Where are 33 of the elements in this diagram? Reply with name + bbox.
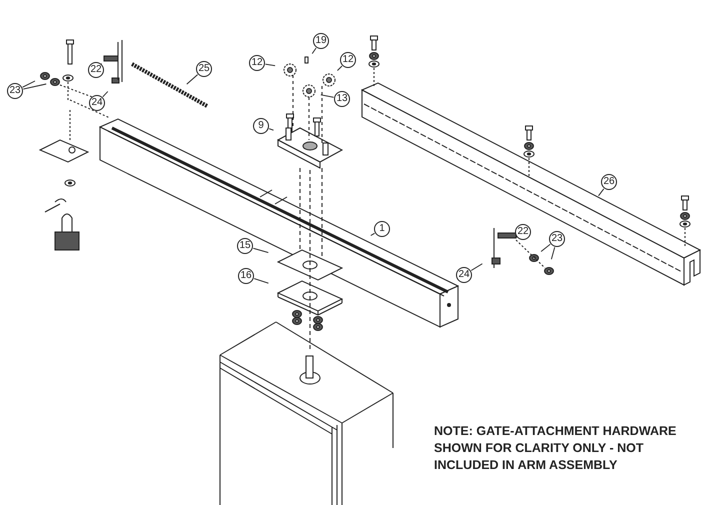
leader-line (252, 248, 269, 254)
leader-line (470, 263, 483, 271)
callout-number: 24 (456, 267, 472, 283)
leader-line (254, 278, 269, 284)
leader-line (540, 244, 551, 252)
callout-number: 9 (253, 118, 269, 134)
leader-line (22, 80, 36, 88)
callout-number: 24 (89, 95, 105, 111)
callout-number: 22 (515, 224, 531, 240)
leader-line (312, 48, 317, 54)
callout-number: 26 (601, 174, 617, 190)
callout-number: 1 (374, 221, 390, 237)
callout-number: 23 (7, 83, 23, 99)
leader-line (550, 246, 556, 260)
note-text: NOTE: GATE-ATTACHMENT HARDWARE SHOWN FOR CLARITY ONLY - NOT INCLUDED IN ARM ASSEMBLY (434, 423, 678, 474)
leader-line (370, 232, 376, 236)
callout-number: 23 (549, 231, 565, 247)
callout-number: 25 (196, 61, 212, 77)
callout-number: 12 (340, 52, 356, 68)
leader-line (320, 94, 334, 98)
leader-line (264, 64, 276, 66)
leader-line (336, 66, 342, 72)
leader-line (598, 188, 604, 196)
callout-number: 13 (334, 91, 350, 107)
leader-line (22, 84, 47, 90)
leader-line (186, 74, 198, 85)
callout-number: 19 (313, 33, 329, 49)
callout-number: 16 (238, 268, 254, 284)
callout-number: 12 (249, 55, 265, 71)
callout-number: 22 (88, 62, 104, 78)
leader-line (102, 91, 108, 98)
leader-line (268, 128, 274, 131)
callout-number: 15 (237, 238, 253, 254)
